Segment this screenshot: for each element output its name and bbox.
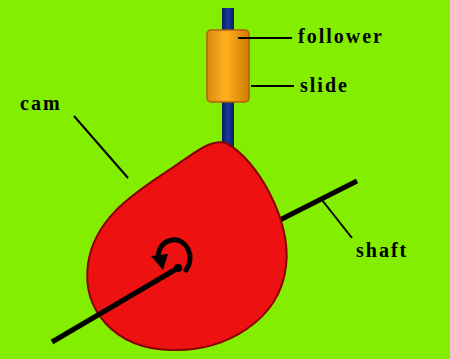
shaft-rod — [52, 268, 178, 342]
leader-line — [251, 85, 294, 87]
part-label: follower — [298, 26, 384, 46]
leader-line — [322, 200, 352, 238]
slide-block — [207, 30, 249, 102]
part-label: shaft — [356, 240, 408, 260]
cam-body — [87, 142, 286, 350]
part-label: cam — [20, 93, 62, 113]
rotation-arrowhead — [151, 254, 168, 270]
part-label: slide — [300, 75, 349, 95]
leader-line — [74, 116, 128, 178]
shaft-end — [174, 264, 182, 272]
leader-line — [238, 37, 292, 39]
